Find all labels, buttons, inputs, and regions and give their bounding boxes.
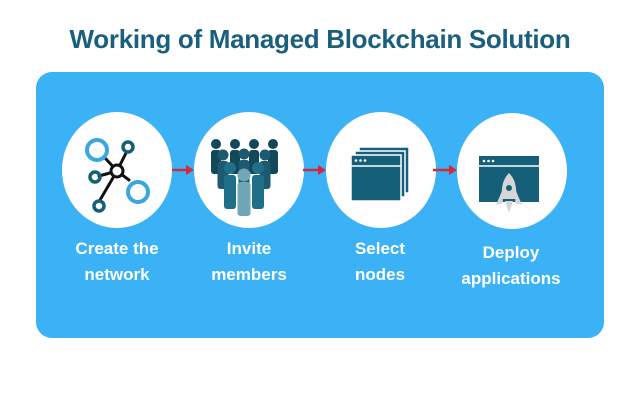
step-1-label-line1: Create the <box>75 239 159 258</box>
step-4-circle <box>457 113 567 229</box>
stacked-windows-icon <box>350 146 410 202</box>
arrow-right-icon <box>303 165 326 175</box>
step-2-label-line1: Invite <box>226 239 272 258</box>
rocket-window-icon <box>479 156 539 213</box>
step-1-label: Create the network <box>42 236 192 288</box>
step-2-circle <box>194 112 304 228</box>
step-4-label-line2: applications <box>461 269 561 288</box>
network-icon <box>85 138 150 213</box>
step-4-label-line1: Deploy <box>482 243 540 262</box>
diagram-title: Working of Managed Blockchain Solution <box>69 24 571 54</box>
step-1-label-line2: network <box>84 265 150 284</box>
step-1-circle <box>62 112 172 228</box>
step-2-label: Invite members <box>174 236 324 288</box>
step-4-label: Deploy applications <box>436 240 586 292</box>
step-3-circle <box>326 112 436 228</box>
arrow-right-icon <box>172 165 194 175</box>
step-3-label: Select nodes <box>305 236 455 288</box>
step-3-label-line1: Select <box>354 239 406 258</box>
step-2-label-line2: members <box>211 265 287 284</box>
step-3-label-line2: nodes <box>354 265 406 284</box>
arrow-right-icon <box>433 165 457 175</box>
people-group-icon <box>211 139 278 216</box>
